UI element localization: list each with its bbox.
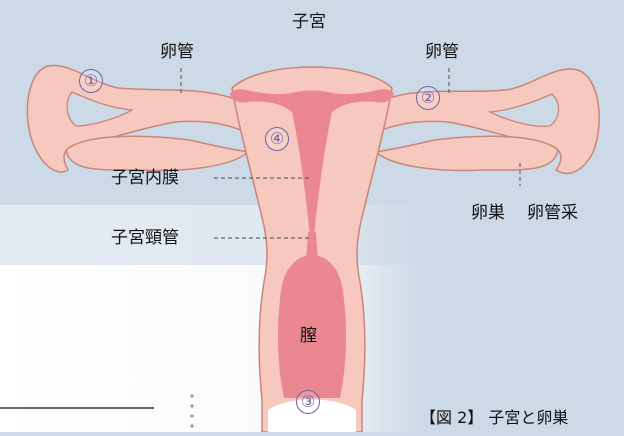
label-fimbria: 卵管采 <box>527 203 578 223</box>
label-ovary: 卵巣 <box>471 203 505 223</box>
marker-4: ④ <box>265 127 289 151</box>
label-uterus: 子宮 <box>292 12 326 32</box>
left-ovary <box>66 136 248 170</box>
label-tube-left: 卵管 <box>160 42 194 62</box>
label-vagina: 膣 <box>300 326 317 346</box>
label-endometrium: 子宮内膜 <box>111 168 179 188</box>
label-cervix: 子宮頸管 <box>111 228 179 248</box>
marker-1: ① <box>79 69 103 93</box>
label-tube-right: 卵管 <box>425 42 459 62</box>
marker-2: ② <box>416 86 440 110</box>
marker-3: ③ <box>296 390 320 414</box>
right-ovary <box>376 136 558 170</box>
figure-caption: 【図 2】 子宮と卵巣 <box>420 408 624 428</box>
